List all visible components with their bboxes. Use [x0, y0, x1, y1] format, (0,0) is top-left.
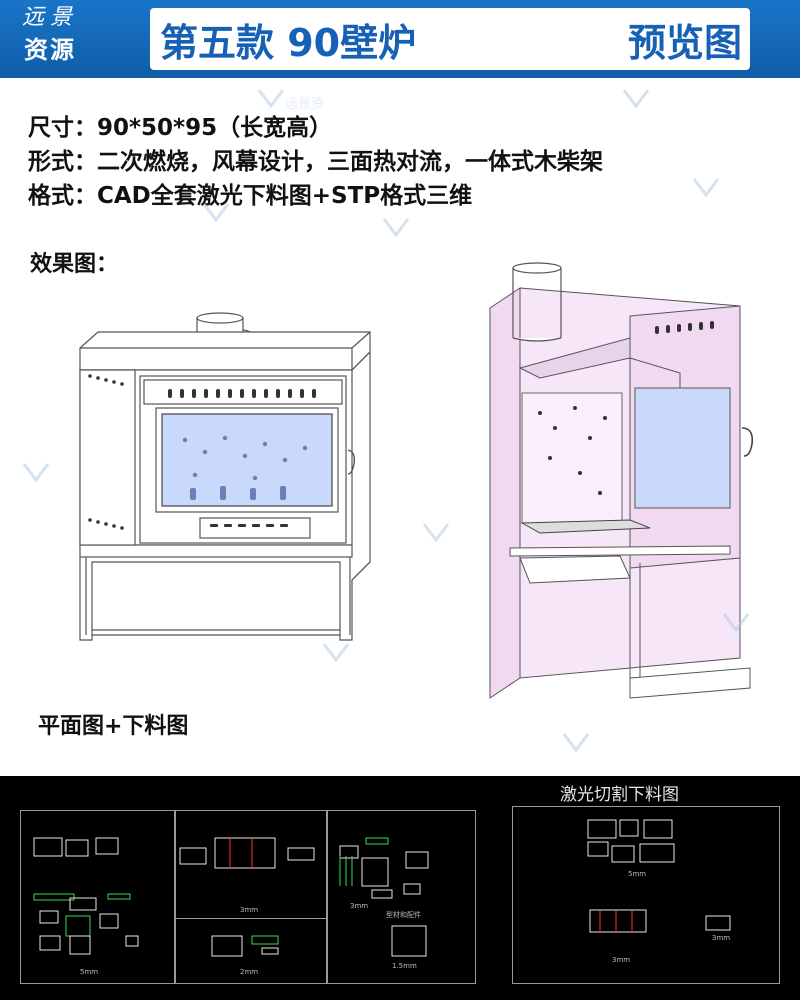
spec-form: 形式：二次燃烧，风幕设计，三面热对流，一体式木柴架 — [28, 142, 603, 176]
cad-title: 激光切割下料图 — [560, 785, 679, 805]
spec-size-label: 尺寸： — [28, 115, 97, 141]
spec-size-value: 90*50*95（长宽高） — [97, 115, 333, 141]
spec-form-value: 二次燃烧，风幕设计，三面热对流，一体式木柴架 — [97, 149, 603, 175]
cad-caption: 3mm — [240, 906, 259, 914]
header-banner: 远景 资源 第五款 90壁炉 预览图 — [0, 0, 800, 78]
cad-caption: 3mm — [350, 902, 369, 910]
spec-format-label: 格式： — [28, 183, 97, 209]
brand-logo: 远景 资源 — [4, 3, 96, 73]
cad-sheet-1 — [20, 810, 176, 984]
render-section-label: 效果图： — [30, 252, 119, 277]
logo-line-1: 远景 — [21, 5, 78, 30]
cad-caption: 5mm — [80, 968, 99, 976]
watermark-logo — [690, 175, 760, 205]
watermark-logo — [380, 215, 450, 245]
spec-form-label: 形式： — [28, 149, 97, 175]
page-title: 第五款 90壁炉 — [160, 20, 417, 65]
cad-caption: 3mm — [712, 934, 731, 942]
cad-caption: 2mm — [240, 968, 259, 976]
cad-caption: 3mm — [612, 956, 631, 964]
cad-caption: 1.5mm — [392, 962, 417, 970]
cad-caption: 5mm — [628, 870, 647, 878]
page-subtitle: 预览图 — [627, 20, 742, 65]
plan-section-label: 平面图+下料图 — [38, 714, 189, 739]
cad-sheet-4 — [174, 918, 328, 984]
fireplace-front-render — [79, 312, 371, 641]
watermark-logo — [620, 86, 690, 116]
spec-format-value: CAD全套激光下料图+STP格式三维 — [97, 183, 473, 209]
cad-caption: 型材和配件 — [386, 911, 421, 919]
cad-sheet-laser — [512, 806, 780, 984]
spec-format: 格式：CAD全套激光下料图+STP格式三维 — [28, 176, 472, 210]
cad-sheet-3 — [326, 810, 476, 984]
cad-part-outlines — [33, 819, 731, 957]
watermark-logo — [560, 730, 630, 760]
fireplace-section-render — [489, 262, 754, 699]
logo-line-2: 资源 — [24, 35, 76, 64]
cad-drawings-panel — [0, 776, 800, 1000]
spec-size: 尺寸：90*50*95（长宽高） — [28, 108, 332, 142]
title-box: 第五款 90壁炉 预览图 — [150, 8, 750, 70]
